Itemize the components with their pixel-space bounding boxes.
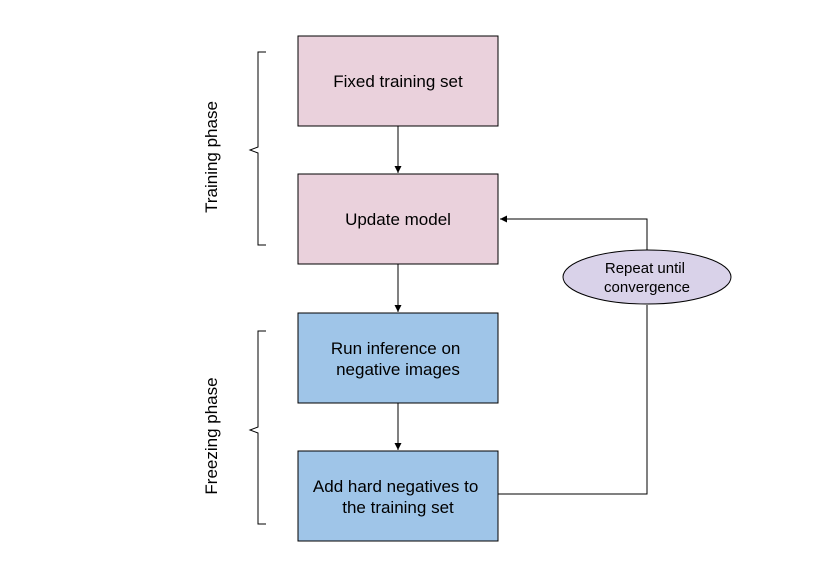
freezing-phase-brace <box>248 330 266 525</box>
fixed-training-set-box <box>297 35 499 127</box>
freezing-phase-label: Freezing phase <box>202 377 221 494</box>
run-inference-label: Run inference on negative images <box>331 339 465 379</box>
add-hard-negatives-line-2: the training set <box>342 498 454 517</box>
update-model-label: Update model <box>345 210 451 229</box>
run-inference-line-2: negative images <box>336 360 460 379</box>
add-hard-negatives-box <box>297 450 499 542</box>
repeat-line-1: Repeat until <box>605 260 685 277</box>
update-model-box <box>297 173 499 265</box>
repeat-until-convergence-node <box>562 249 732 305</box>
fixed-training-set-label: Fixed training set <box>333 72 463 91</box>
repeat-line-2: convergence <box>604 279 690 296</box>
run-inference-line-1: Run inference on <box>331 339 460 358</box>
loop-connector-lower <box>498 305 648 495</box>
fixed-training-set-line-1: Fixed training set <box>333 72 463 91</box>
add-hard-negatives-label: Add hard negatives to the training set <box>313 477 483 517</box>
add-hard-negatives-line-1: Add hard negatives to <box>313 477 478 496</box>
run-inference-box <box>297 312 499 404</box>
training-phase-label: Training phase <box>202 101 221 213</box>
repeat-until-convergence-label: Repeat until convergence <box>604 260 690 296</box>
loop-connector-upper <box>500 215 648 255</box>
training-phase-brace <box>248 51 266 246</box>
update-model-line-1: Update model <box>345 210 451 229</box>
